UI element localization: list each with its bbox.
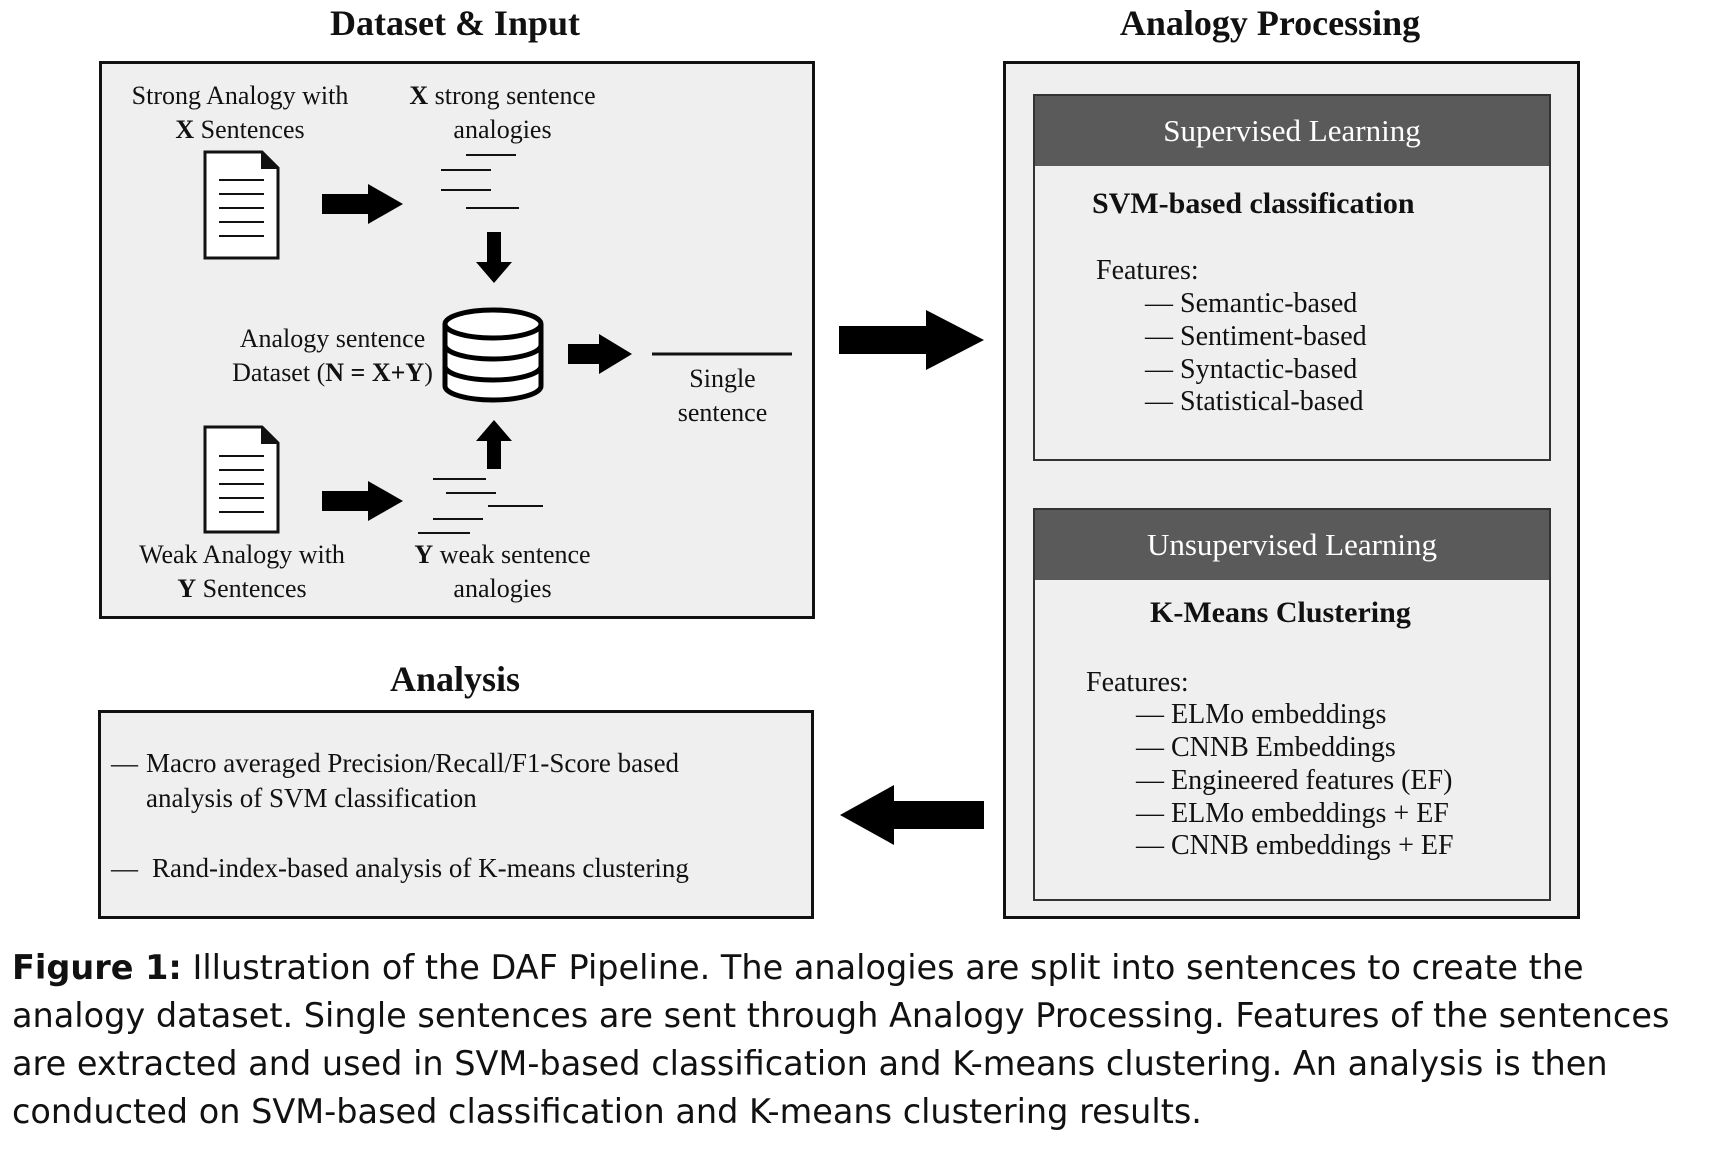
weak-var: Y [177, 574, 197, 603]
unsupervised-feature-item: — ELMo embeddings + EF [1136, 798, 1449, 829]
arrow-to-processing-icon [839, 310, 984, 370]
strong-sentence-label: X strong sentence analogies [380, 79, 625, 147]
strong-sentence-label-line2: analogies [453, 115, 552, 144]
dataset-label-line2: Dataset (N = X+Y) [210, 356, 455, 390]
single-label-line2: sentence [677, 398, 768, 427]
strong-analogy-label-line2: X Sentences [110, 113, 370, 147]
single-label-line1: Single [689, 364, 756, 393]
dataset-label: Analogy sentence Dataset (N = X+Y) [210, 322, 455, 390]
strong-sentence-lines-icon [441, 154, 519, 209]
weak-sentence-label-line1: Y weak sentence [380, 538, 625, 572]
arrow-icon [568, 334, 632, 374]
dataset-formula: N = X+Y [325, 358, 425, 387]
weak-sentence-label: Y weak sentence analogies [380, 538, 625, 606]
svm-method-title: SVM-based classification [1092, 187, 1415, 220]
arrow-down-icon [476, 232, 512, 283]
supervised-feature-item: — Syntactic-based [1145, 354, 1358, 385]
strong-sent-rest: strong sentence [428, 81, 596, 110]
supervised-feature-item: — Semantic-based [1145, 288, 1358, 319]
arrow-to-analysis-icon [840, 785, 984, 845]
weak-sentence-lines-icon [418, 478, 543, 534]
weak-rest: Sentences [196, 574, 307, 603]
supervised-feature-item: — Sentiment-based [1145, 321, 1367, 352]
unsupervised-feature-item: — CNNB Embeddings [1136, 732, 1396, 763]
unsupervised-feature-item: — ELMo embeddings [1136, 699, 1387, 730]
strong-sent-var: X [409, 81, 429, 110]
analogy-processing-title: Analogy Processing [1119, 3, 1421, 43]
supervised-features-label: Features: [1096, 255, 1199, 286]
strong-var: X [175, 115, 195, 144]
dataset-label-line1: Analogy sentence [239, 324, 426, 353]
figure-caption: Figure 1: Illustration of the DAF Pipeli… [12, 944, 1702, 1136]
dataset-input-title: Dataset & Input [329, 3, 580, 43]
analysis-text: Macro averaged Precision/Recall/F1-Score… [146, 748, 680, 813]
strong-analogy-label: Strong Analogy with X Sentences [110, 79, 370, 147]
unsupervised-feature-item: — Engineered features (EF) [1136, 765, 1453, 796]
arrow-icon [322, 184, 403, 224]
database-icon [442, 307, 544, 403]
strong-analogy-label-line1: Strong Analogy with [131, 81, 349, 110]
analysis-dash: — [111, 748, 138, 778]
weak-sent-rest: weak sentence [433, 540, 591, 569]
unsupervised-learning-header: Unsupervised Learning [1035, 510, 1549, 580]
weak-analogy-label-line1: Weak Analogy with [139, 540, 345, 569]
unsupervised-learning-box: Unsupervised Learning [1033, 508, 1551, 901]
analysis-title: Analysis [389, 659, 521, 699]
figure-caption-text: Illustration of the DAF Pipeline. The an… [12, 948, 1670, 1131]
analysis-text: Rand-index-based analysis of K-means clu… [152, 853, 689, 883]
analysis-dash: — [111, 853, 138, 883]
dataset-prefix: Dataset ( [232, 358, 326, 387]
strong-document-icon [203, 150, 280, 260]
weak-document-icon [203, 425, 280, 534]
weak-sentence-label-line2: analogies [453, 574, 552, 603]
arrow-icon [322, 481, 403, 521]
supervised-learning-box: Supervised Learning [1033, 94, 1551, 461]
weak-analogy-label-line2: Y Sentences [112, 572, 372, 606]
unsupervised-feature-item: — CNNB embeddings + EF [1136, 830, 1454, 861]
weak-sent-var: Y [414, 540, 434, 569]
single-sentence-label: Single sentence [650, 362, 795, 430]
arrow-up-icon [476, 420, 512, 469]
supervised-feature-item: — Statistical-based [1145, 386, 1364, 417]
figure-label: Figure 1: [12, 948, 182, 987]
unsupervised-features-label: Features: [1086, 667, 1189, 698]
analysis-panel [98, 710, 814, 919]
weak-analogy-label: Weak Analogy with Y Sentences [112, 538, 372, 606]
supervised-learning-header: Supervised Learning [1035, 96, 1549, 166]
strong-rest: Sentences [194, 115, 305, 144]
strong-sentence-label-line1: X strong sentence [380, 79, 625, 113]
kmeans-method-title: K-Means Clustering [1150, 596, 1411, 629]
dataset-suffix: ) [424, 358, 433, 387]
